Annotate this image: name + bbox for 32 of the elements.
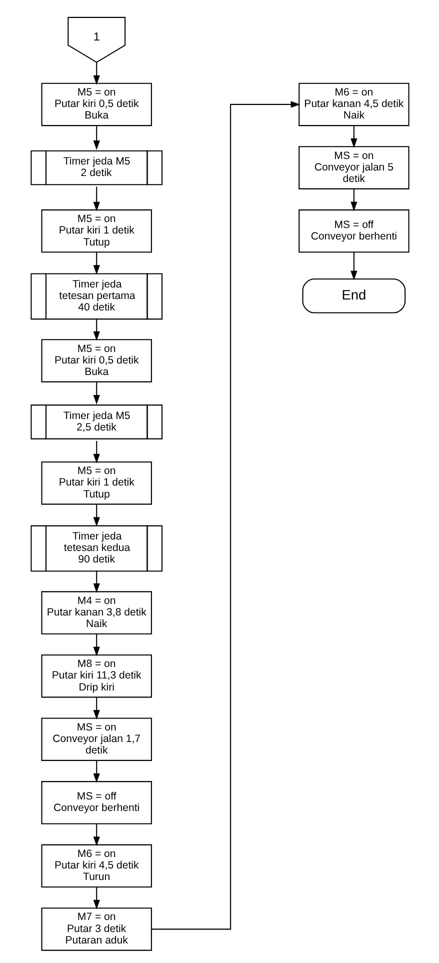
arrow bbox=[92, 760, 100, 783]
node-box: MS = on Conveyor jalan 5 detik bbox=[298, 146, 409, 190]
node-box: M6 = on Putar kiri 4,5 detik Turun bbox=[40, 844, 152, 888]
node-box: End bbox=[302, 278, 406, 314]
arrow bbox=[92, 634, 100, 656]
arrow bbox=[92, 504, 100, 527]
arrow bbox=[92, 186, 100, 212]
node-box: MS = on Conveyor jalan 1,7 detik bbox=[40, 718, 152, 761]
node-box: MS = off Conveyor berhenti bbox=[40, 781, 152, 824]
node-box: M6 = on Putar kanan 4,5 detik Naik bbox=[298, 82, 409, 126]
node-box: MS = off Conveyor berhenti bbox=[298, 209, 409, 253]
node-box: M5 = on Putar kiri 1 detik Tutup bbox=[40, 461, 152, 505]
arrow bbox=[350, 252, 357, 280]
node-box: M5 = on Putar kiri 0,5 detik Buka bbox=[40, 82, 152, 126]
node-box: M4 = on Putar kanan 3,8 detik Naik bbox=[40, 591, 152, 634]
arrow bbox=[350, 126, 357, 148]
node-box: M5 = on Putar kiri 1 detik Tutup bbox=[40, 209, 152, 253]
arrow bbox=[92, 824, 100, 846]
arrow bbox=[92, 126, 100, 150]
arrow bbox=[92, 570, 100, 593]
arrow bbox=[92, 382, 100, 404]
arrow bbox=[92, 440, 100, 464]
arrow bbox=[92, 62, 100, 85]
node-box: M5 = on Putar kiri 0,5 detik Buka bbox=[40, 339, 152, 382]
arrow bbox=[92, 318, 100, 341]
node-box: M7 = on Putar 3 detik Putaran aduk bbox=[40, 908, 152, 951]
arrow bbox=[92, 698, 100, 720]
arrow bbox=[92, 887, 100, 910]
arrow bbox=[350, 189, 357, 212]
arrow bbox=[150, 101, 300, 930]
arrow bbox=[92, 252, 100, 275]
node-box: M8 = on Putar kiri 11,3 detik Drip kiri bbox=[40, 654, 152, 698]
